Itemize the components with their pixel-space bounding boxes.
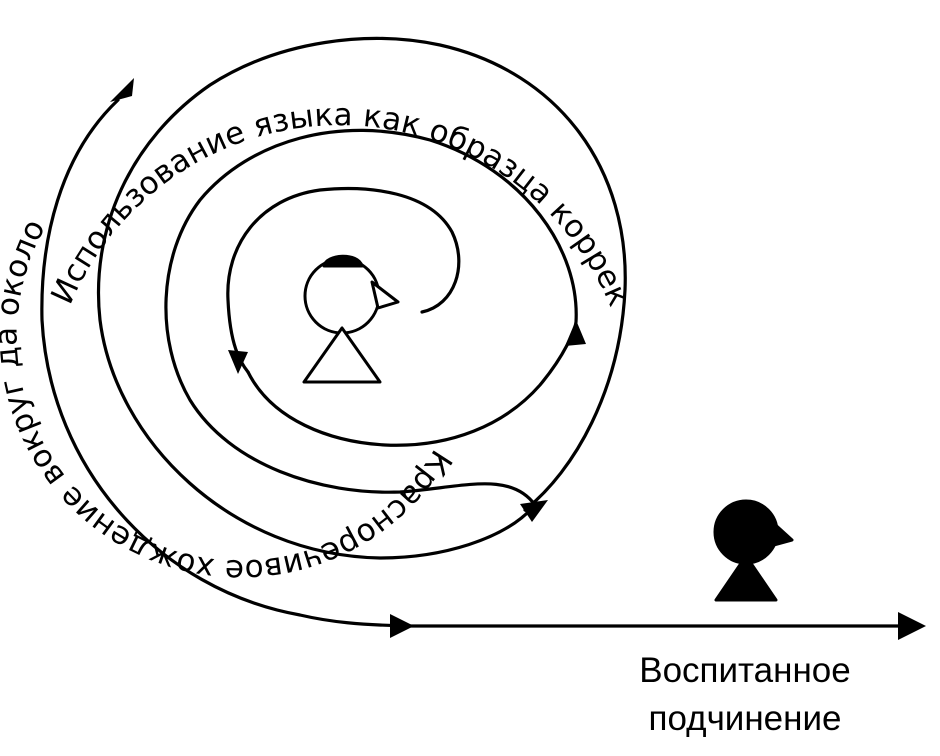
arrowheads [110, 78, 926, 640]
spiral-curves [40, 36, 914, 628]
caption-line-2: подчинение [649, 699, 842, 738]
caption-line-1: Воспитанное [639, 651, 851, 690]
outlined-person-beak [370, 280, 400, 310]
arrow-inner-down [228, 350, 248, 374]
solid-person-head [713, 499, 779, 565]
solid-person-beak [768, 518, 794, 548]
outlined-person-head [303, 257, 381, 335]
solid-person-body [714, 554, 778, 602]
arrow-top-left [110, 78, 134, 102]
arrow-baseline-mid [390, 614, 414, 638]
arrow-right-up [565, 320, 586, 346]
spiral-second-ring [164, 128, 578, 507]
outlined-person-body [302, 326, 382, 384]
spiral-outer-ring [96, 36, 627, 560]
arrow-baseline-end [898, 612, 926, 640]
spiral-inner-hook [226, 187, 461, 374]
outlined-person-figure [302, 254, 400, 384]
outer-arc-label: Использование языка как образца корректн… [0, 0, 637, 311]
solid-person-figure [713, 499, 794, 602]
arrow-lower-right [520, 500, 548, 522]
spiral-baseline [40, 98, 914, 628]
outlined-person-hat [322, 254, 364, 268]
